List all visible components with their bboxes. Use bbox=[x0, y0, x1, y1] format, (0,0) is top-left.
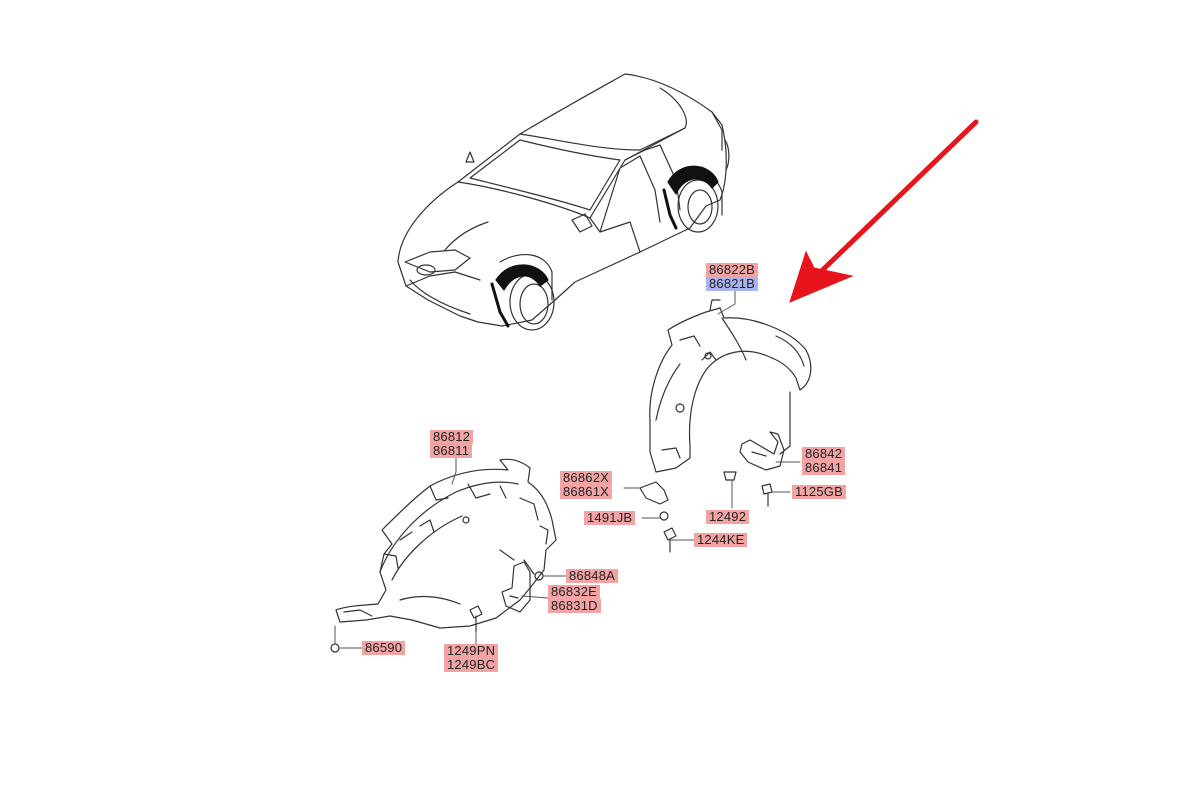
clip-icon bbox=[330, 471, 737, 653]
part-label-1249PN: 1249PN bbox=[444, 644, 499, 658]
part-label-86832E: 86832E bbox=[548, 585, 601, 599]
part-label-86861X: 86861X bbox=[560, 485, 613, 499]
part-label-86590: 86590 bbox=[362, 641, 406, 655]
part-label-86848A: 86848A bbox=[566, 569, 619, 583]
rear-liner-icon bbox=[649, 299, 812, 473]
part-label-1244KE: 1244KE bbox=[694, 533, 748, 547]
part-label-86842: 86842 bbox=[802, 447, 846, 461]
part-label-86821B: 86821B bbox=[706, 277, 759, 291]
part-label-1249BC: 1249BC bbox=[444, 658, 499, 672]
part-label-1491JB: 1491JB bbox=[584, 511, 636, 525]
mud-flap-icon bbox=[739, 431, 785, 471]
part-label-86811: 86811 bbox=[430, 444, 473, 458]
part-label-86841: 86841 bbox=[802, 461, 846, 475]
front-liner-icon bbox=[335, 458, 557, 629]
part-label-86831D: 86831D bbox=[548, 599, 601, 613]
part-label-86862X: 86862X bbox=[560, 471, 613, 485]
car-icon bbox=[397, 73, 730, 331]
part-label-86812: 86812 bbox=[430, 430, 474, 444]
part-label-12492: 12492 bbox=[706, 510, 750, 524]
arrow-icon bbox=[789, 119, 979, 303]
part-label-1125GB: 1125GB bbox=[792, 485, 846, 499]
part-label-86822B: 86822B bbox=[706, 263, 759, 277]
